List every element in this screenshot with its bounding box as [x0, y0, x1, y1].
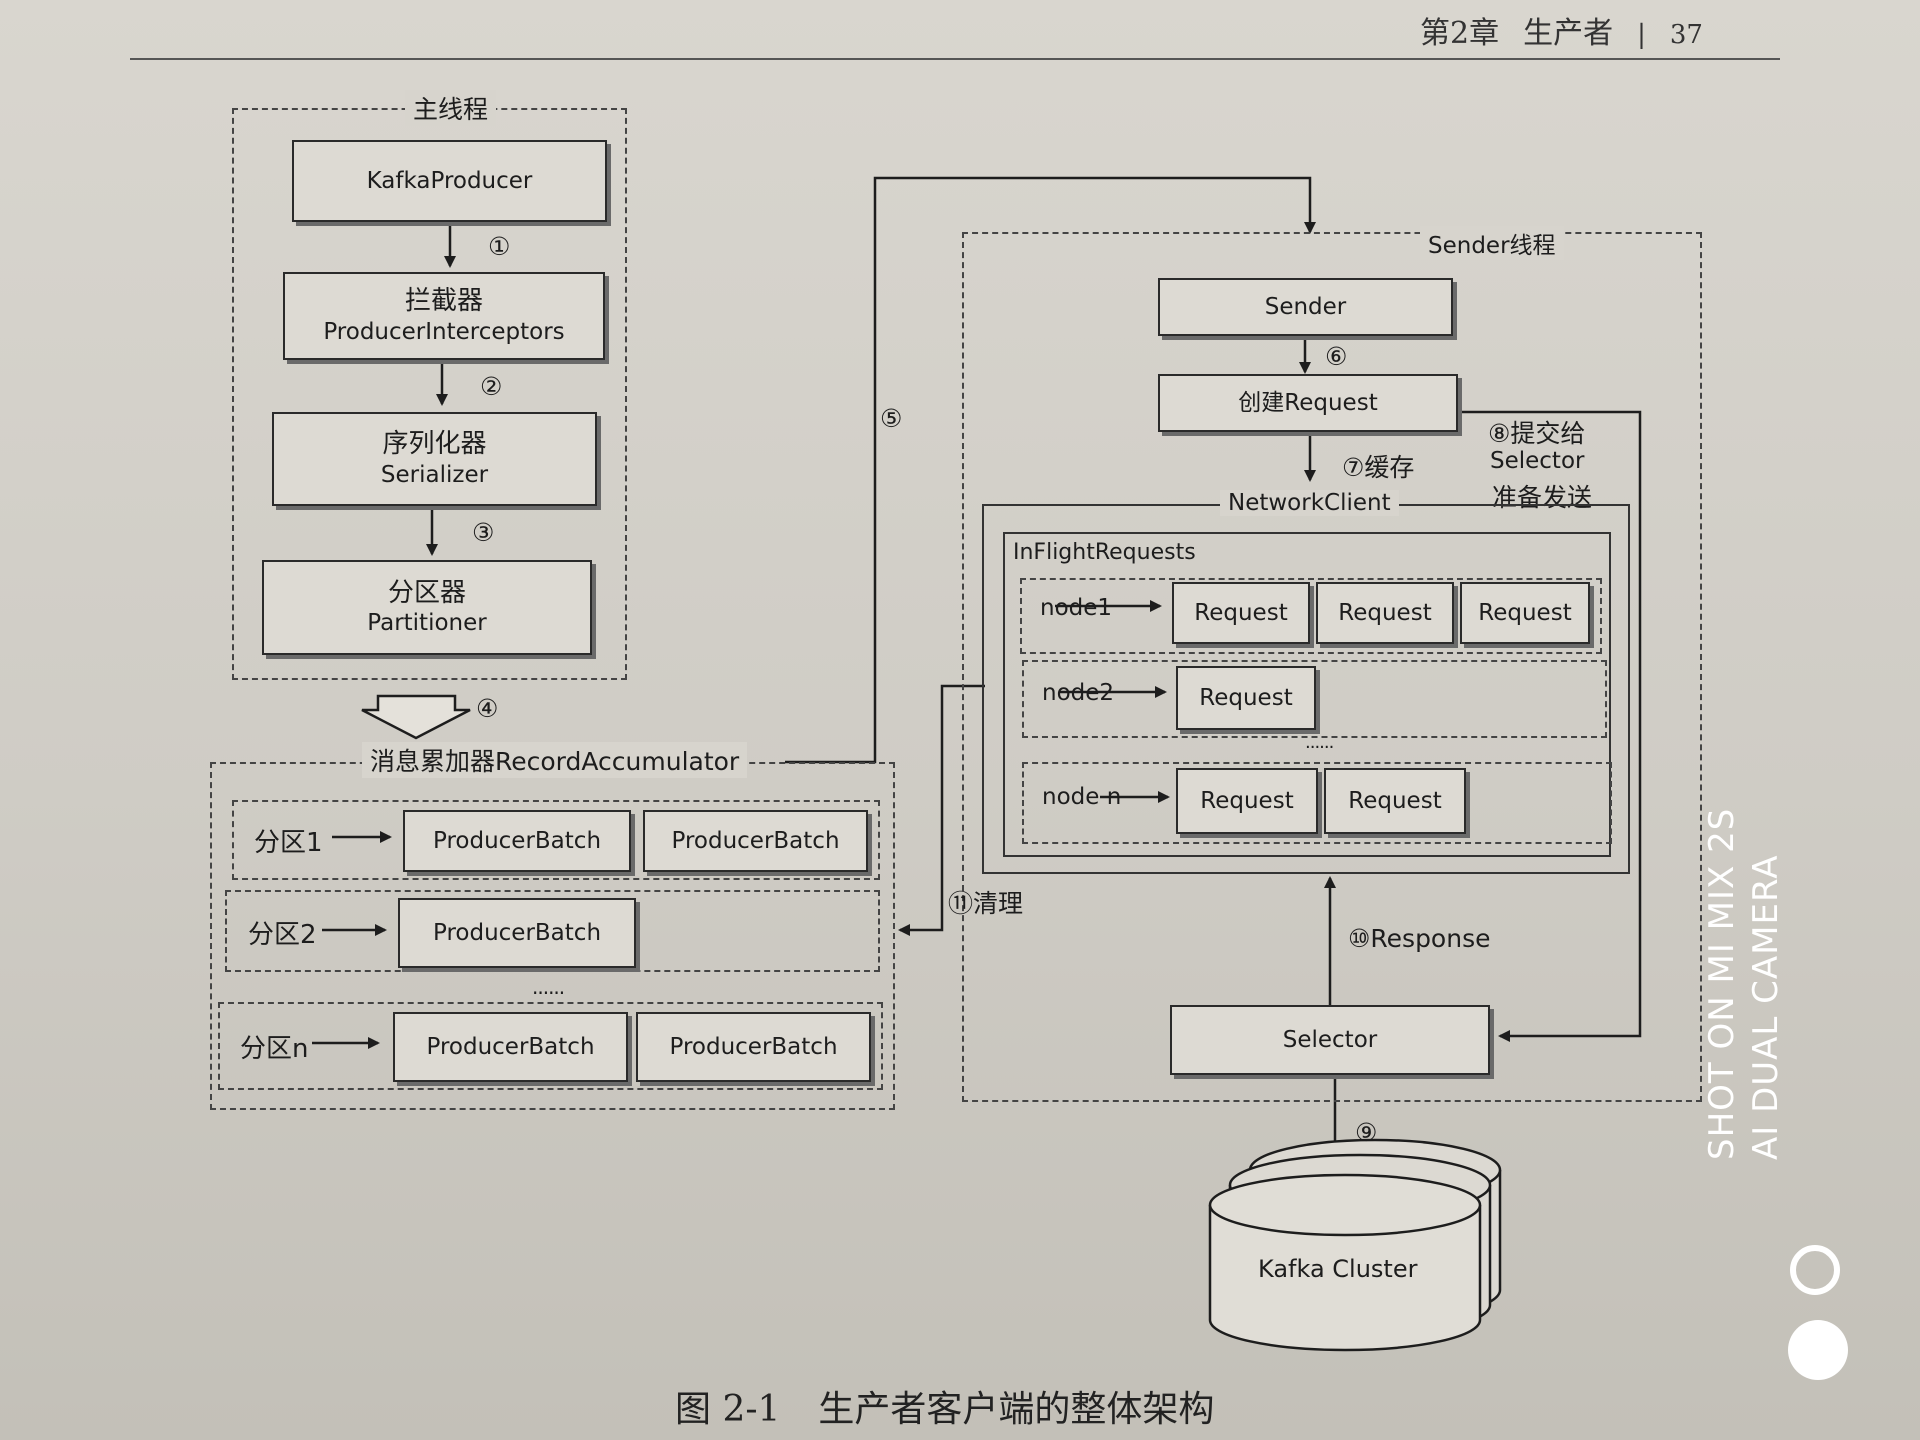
- step-3-label: ③: [472, 518, 495, 547]
- partitioner-box: 分区器 Partitioner: [262, 560, 592, 655]
- watermark-line-1: SHOT ON MI MIX 2S: [1702, 807, 1742, 1160]
- producer-batch-1a: ProducerBatch: [403, 810, 631, 872]
- request-label: Request: [1348, 787, 1442, 814]
- chapter-label: 第2章: [1420, 16, 1500, 51]
- header-rule: [130, 58, 1780, 60]
- producer-batch-label: ProducerBatch: [669, 1033, 838, 1060]
- step-4-label: ④: [476, 694, 499, 723]
- section-label: 生产者: [1523, 16, 1614, 51]
- request-box: Request: [1176, 768, 1318, 834]
- producer-batch-label: ProducerBatch: [432, 827, 602, 854]
- nodes-ellipsis: ......: [1305, 732, 1334, 753]
- step-8-label-1: ⑧提交给: [1488, 419, 1586, 448]
- step-11-label: ⑪清理: [948, 889, 1024, 918]
- step-8-label-2: Selector: [1490, 448, 1585, 474]
- selector-box: Selector: [1170, 1005, 1490, 1075]
- kafka-producer-label: KafkaProducer: [366, 167, 533, 194]
- page-number: 37: [1669, 20, 1703, 50]
- create-request-box: 创建Request: [1158, 374, 1458, 432]
- watermark-line-2: AI DUAL CAMERA: [1746, 854, 1786, 1161]
- interceptor-en-label: ProducerInterceptors: [323, 318, 565, 345]
- producer-batch-label: ProducerBatch: [426, 1033, 595, 1060]
- partition-row-n: [218, 1002, 883, 1090]
- node-n-row: [1022, 762, 1612, 844]
- producer-batch-2a: ProducerBatch: [398, 898, 636, 968]
- node1-label: node1: [1040, 595, 1113, 621]
- accumulator-ellipsis: ......: [532, 975, 565, 999]
- accumulator-title: 消息累加器RecordAccumulator: [362, 742, 748, 778]
- interceptor-zh-label: 拦截器: [404, 286, 483, 317]
- partition-1-label: 分区1: [254, 828, 323, 858]
- sender-box: Sender: [1158, 278, 1453, 336]
- camera-watermark: SHOT ON MI MIX 2S AI DUAL CAMERA: [1700, 760, 1790, 1160]
- request-box: Request: [1316, 582, 1454, 644]
- selector-label: Selector: [1282, 1026, 1378, 1053]
- request-label: Request: [1478, 599, 1572, 626]
- figure-caption: 图 2-1 生产者客户端的整体架构: [675, 1380, 1252, 1432]
- step-2-label: ②: [480, 372, 503, 401]
- step-7-label: ⑦缓存: [1342, 453, 1415, 482]
- interceptor-box: 拦截器 ProducerInterceptors: [283, 272, 605, 360]
- node2-label: node2: [1042, 680, 1115, 706]
- request-box: Request: [1460, 582, 1590, 644]
- network-client-title: NetworkClient: [1220, 490, 1399, 516]
- partition-row-2: [225, 890, 880, 972]
- step-9-label: ⑨: [1355, 1118, 1378, 1147]
- producer-batch-1b: ProducerBatch: [643, 810, 868, 872]
- partitioner-en-label: Partitioner: [367, 610, 487, 637]
- step-8-label-3: 准备发送: [1492, 483, 1593, 512]
- kafka-cluster-label: Kafka Cluster: [1258, 1255, 1418, 1283]
- partition-n-label: 分区n: [240, 1034, 309, 1064]
- watermark-dot-icon: [1788, 1320, 1848, 1380]
- node-n-label: node n: [1042, 784, 1122, 810]
- producer-batch-na: ProducerBatch: [393, 1012, 628, 1082]
- step-5-label: ⑤: [880, 404, 903, 433]
- kafka-cluster-cylinders: [1208, 1138, 1502, 1352]
- main-thread-title: 主线程: [405, 90, 497, 126]
- producer-batch-label: ProducerBatch: [432, 919, 602, 946]
- sender-thread-title: Sender线程: [1420, 226, 1564, 260]
- request-label: Request: [1200, 787, 1294, 814]
- request-label: Request: [1194, 599, 1288, 626]
- producer-batch-label: ProducerBatch: [671, 827, 840, 854]
- kafka-producer-box: KafkaProducer: [292, 140, 607, 222]
- producer-batch-nb: ProducerBatch: [636, 1012, 871, 1082]
- partition-2-label: 分区2: [248, 920, 317, 950]
- node1-row: [1020, 578, 1602, 654]
- request-box: Request: [1324, 768, 1466, 834]
- step-10-label: ⑩Response: [1348, 924, 1491, 953]
- request-label: Request: [1199, 684, 1293, 711]
- inflight-requests-frame: [1003, 532, 1611, 857]
- create-request-label: 创建Request: [1238, 389, 1378, 416]
- sender-thread-frame: [962, 232, 1702, 1102]
- request-box: Request: [1176, 666, 1316, 730]
- request-box: Request: [1172, 582, 1310, 644]
- figure-number: 图 2-1: [675, 1389, 781, 1430]
- step-1-label: ①: [488, 232, 511, 261]
- watermark-ring-icon: [1790, 1245, 1840, 1295]
- page-header: 第2章 生产者 | 37: [1420, 8, 1703, 52]
- step-6-label: ⑥: [1325, 342, 1348, 371]
- serializer-en-label: Serializer: [380, 461, 489, 488]
- figure-title: 生产者客户端的整体架构: [818, 1389, 1215, 1430]
- serializer-zh-label: 序列化器: [382, 429, 487, 460]
- node2-row: [1022, 660, 1607, 738]
- partitioner-zh-label: 分区器: [387, 577, 466, 608]
- arrow-step-4: [361, 694, 471, 740]
- serializer-box: 序列化器 Serializer: [272, 412, 597, 506]
- arrow-step-8: [1460, 410, 1642, 1042]
- partition-row-1: [232, 800, 880, 880]
- header-separator: |: [1637, 20, 1646, 50]
- sender-label: Sender: [1264, 293, 1347, 320]
- inflight-requests-title: InFlightRequests: [1013, 540, 1196, 565]
- request-label: Request: [1338, 599, 1432, 626]
